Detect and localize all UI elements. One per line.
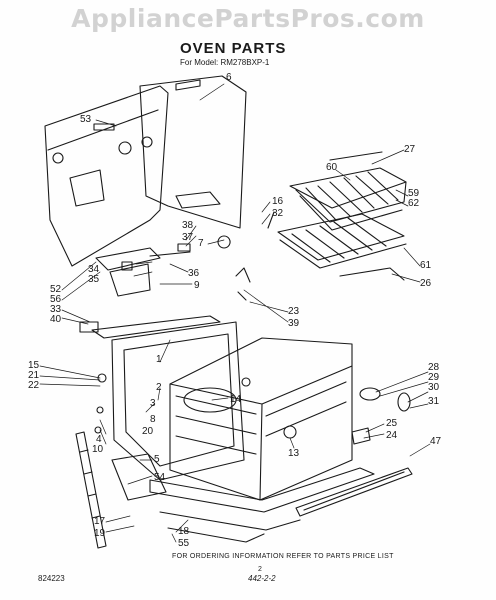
callout-61: 61 — [420, 260, 432, 271]
callout-37: 37 — [182, 232, 194, 243]
callout-28: 28 — [428, 362, 440, 373]
callout-leaders — [39, 83, 431, 543]
callout-4: 4 — [96, 434, 102, 445]
callout-60: 60 — [326, 162, 338, 173]
model-subtitle: For Model: RM278BXP-1 — [180, 58, 270, 67]
callout-2: 2 — [156, 382, 162, 393]
callout-13: 13 — [288, 448, 300, 459]
callout-54: 54 — [154, 472, 166, 483]
light-assembly — [94, 373, 411, 445]
callout-27: 27 — [404, 144, 416, 155]
callout-53: 53 — [80, 114, 92, 125]
callout-40: 40 — [50, 314, 62, 325]
callout-5: 5 — [154, 454, 160, 465]
oven-racks — [277, 151, 407, 281]
callout-39: 39 — [288, 318, 300, 329]
callout-3: 3 — [150, 398, 156, 409]
side-panel — [139, 75, 247, 229]
watermark: AppliancePartsPros.com — [71, 4, 425, 33]
callout-52: 52 — [50, 284, 62, 295]
callout-15: 15 — [28, 360, 40, 371]
callout-1: 1 — [156, 354, 162, 365]
callout-35: 35 — [88, 274, 100, 285]
callout-30: 30 — [428, 382, 440, 393]
page-number: 2 — [258, 566, 262, 573]
document-code: 824223 — [38, 574, 65, 583]
callout-17: 17 — [94, 516, 106, 527]
callout-26: 26 — [420, 278, 432, 289]
callout-55: 55 — [178, 538, 190, 549]
callout-18: 18 — [178, 526, 190, 537]
side-trim-strip — [75, 431, 107, 549]
callout-10: 10 — [92, 444, 104, 455]
callout-38: 38 — [182, 220, 194, 231]
callout-36: 36 — [188, 268, 200, 279]
callout-24: 24 — [386, 430, 398, 441]
kick-panel-strip — [295, 467, 413, 517]
callout-33: 33 — [50, 304, 62, 315]
broiler-drawer — [111, 453, 375, 543]
revision-mark: 442-2-2 — [248, 574, 276, 583]
latch-bracket — [79, 211, 275, 333]
callout-21: 21 — [28, 370, 40, 381]
callout-25: 25 — [386, 418, 398, 429]
callout-34: 34 — [88, 264, 100, 275]
callout-47: 47 — [430, 436, 442, 447]
callout-32: 32 — [272, 208, 284, 219]
callout-62: 62 — [408, 198, 420, 209]
callout-8: 8 — [150, 414, 156, 425]
callout-7: 7 — [198, 238, 204, 249]
callout-14: 14 — [230, 394, 242, 405]
callout-56: 56 — [50, 294, 62, 305]
callout-16: 16 — [272, 196, 284, 207]
callout-19: 19 — [94, 528, 106, 539]
callout-20: 20 — [142, 426, 154, 437]
callout-6: 6 — [226, 72, 232, 83]
callout-29: 29 — [428, 372, 440, 383]
callout-22: 22 — [28, 380, 40, 391]
rear-panel — [44, 85, 169, 267]
ordering-note: FOR ORDERING INFORMATION REFER TO PARTS … — [172, 553, 394, 560]
callout-23: 23 — [288, 306, 300, 317]
oven-cavity — [169, 337, 353, 501]
diagram-title: OVEN PARTS — [180, 40, 287, 57]
callout-31: 31 — [428, 396, 440, 407]
callout-9: 9 — [194, 280, 200, 291]
callout-59: 59 — [408, 188, 420, 199]
front-frame — [91, 267, 251, 481]
